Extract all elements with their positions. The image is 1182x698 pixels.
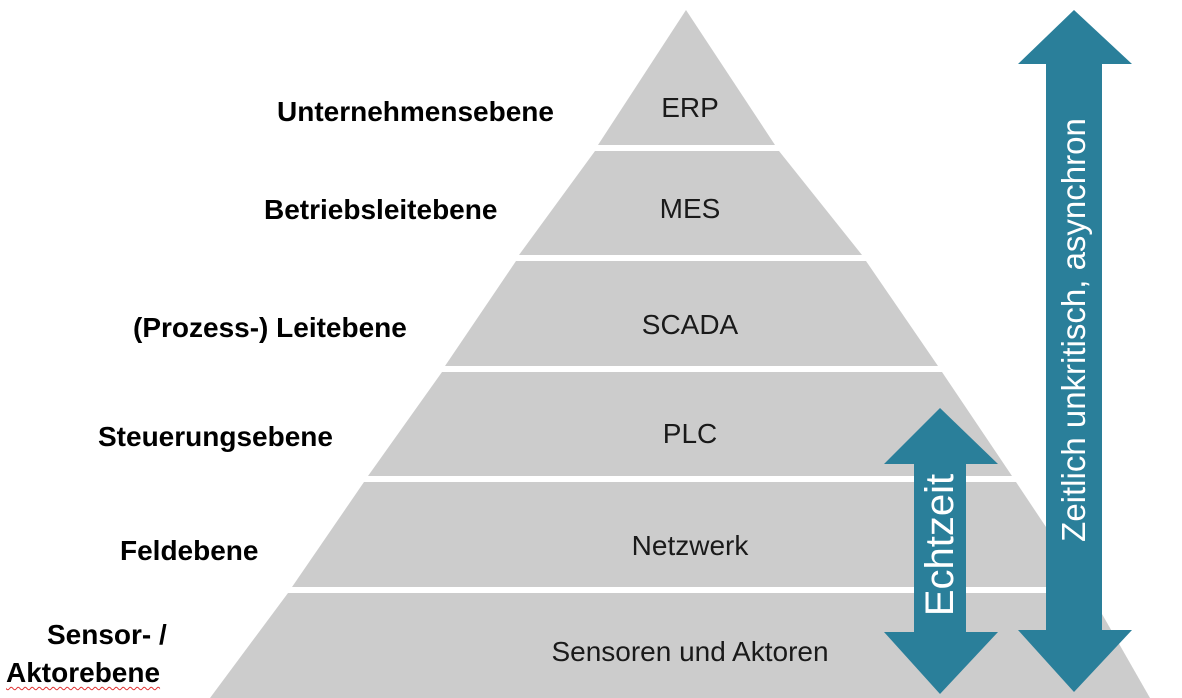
level-label-sensor-aktor-line2: Aktorebene xyxy=(6,657,161,688)
system-sensoren-aktoren: Sensoren und Aktoren xyxy=(551,636,829,667)
system-erp: ERP xyxy=(661,92,719,123)
tier-netzwerk xyxy=(292,482,1086,587)
level-label-betriebsleitebene: Betriebsleitebene xyxy=(264,194,498,225)
non-realtime-arrow-label: Zeitlich unkritisch, asynchron xyxy=(1055,118,1092,542)
tier-erp xyxy=(598,10,775,145)
system-scada: SCADA xyxy=(641,309,739,340)
system-netzwerk: Netzwerk xyxy=(631,530,749,561)
tier-mes xyxy=(519,151,862,255)
tier-scada xyxy=(445,261,938,366)
tier-plc xyxy=(368,372,1012,476)
level-label-sensor-aktor-line1: Sensor- / xyxy=(47,619,167,650)
level-label-leitebene: (Prozess-) Leitebene xyxy=(133,312,407,343)
non-realtime-double-arrow xyxy=(1018,10,1132,692)
system-mes: MES xyxy=(659,193,721,224)
system-plc: PLC xyxy=(662,418,718,449)
realtime-double-arrow xyxy=(884,408,998,694)
level-label-feldebene: Feldebene xyxy=(120,535,259,566)
level-label-unternehmensebene: Unternehmensebene xyxy=(277,96,554,127)
level-label-steuerungsebene: Steuerungsebene xyxy=(98,421,333,452)
realtime-arrow-label: Echtzeit xyxy=(918,473,962,617)
